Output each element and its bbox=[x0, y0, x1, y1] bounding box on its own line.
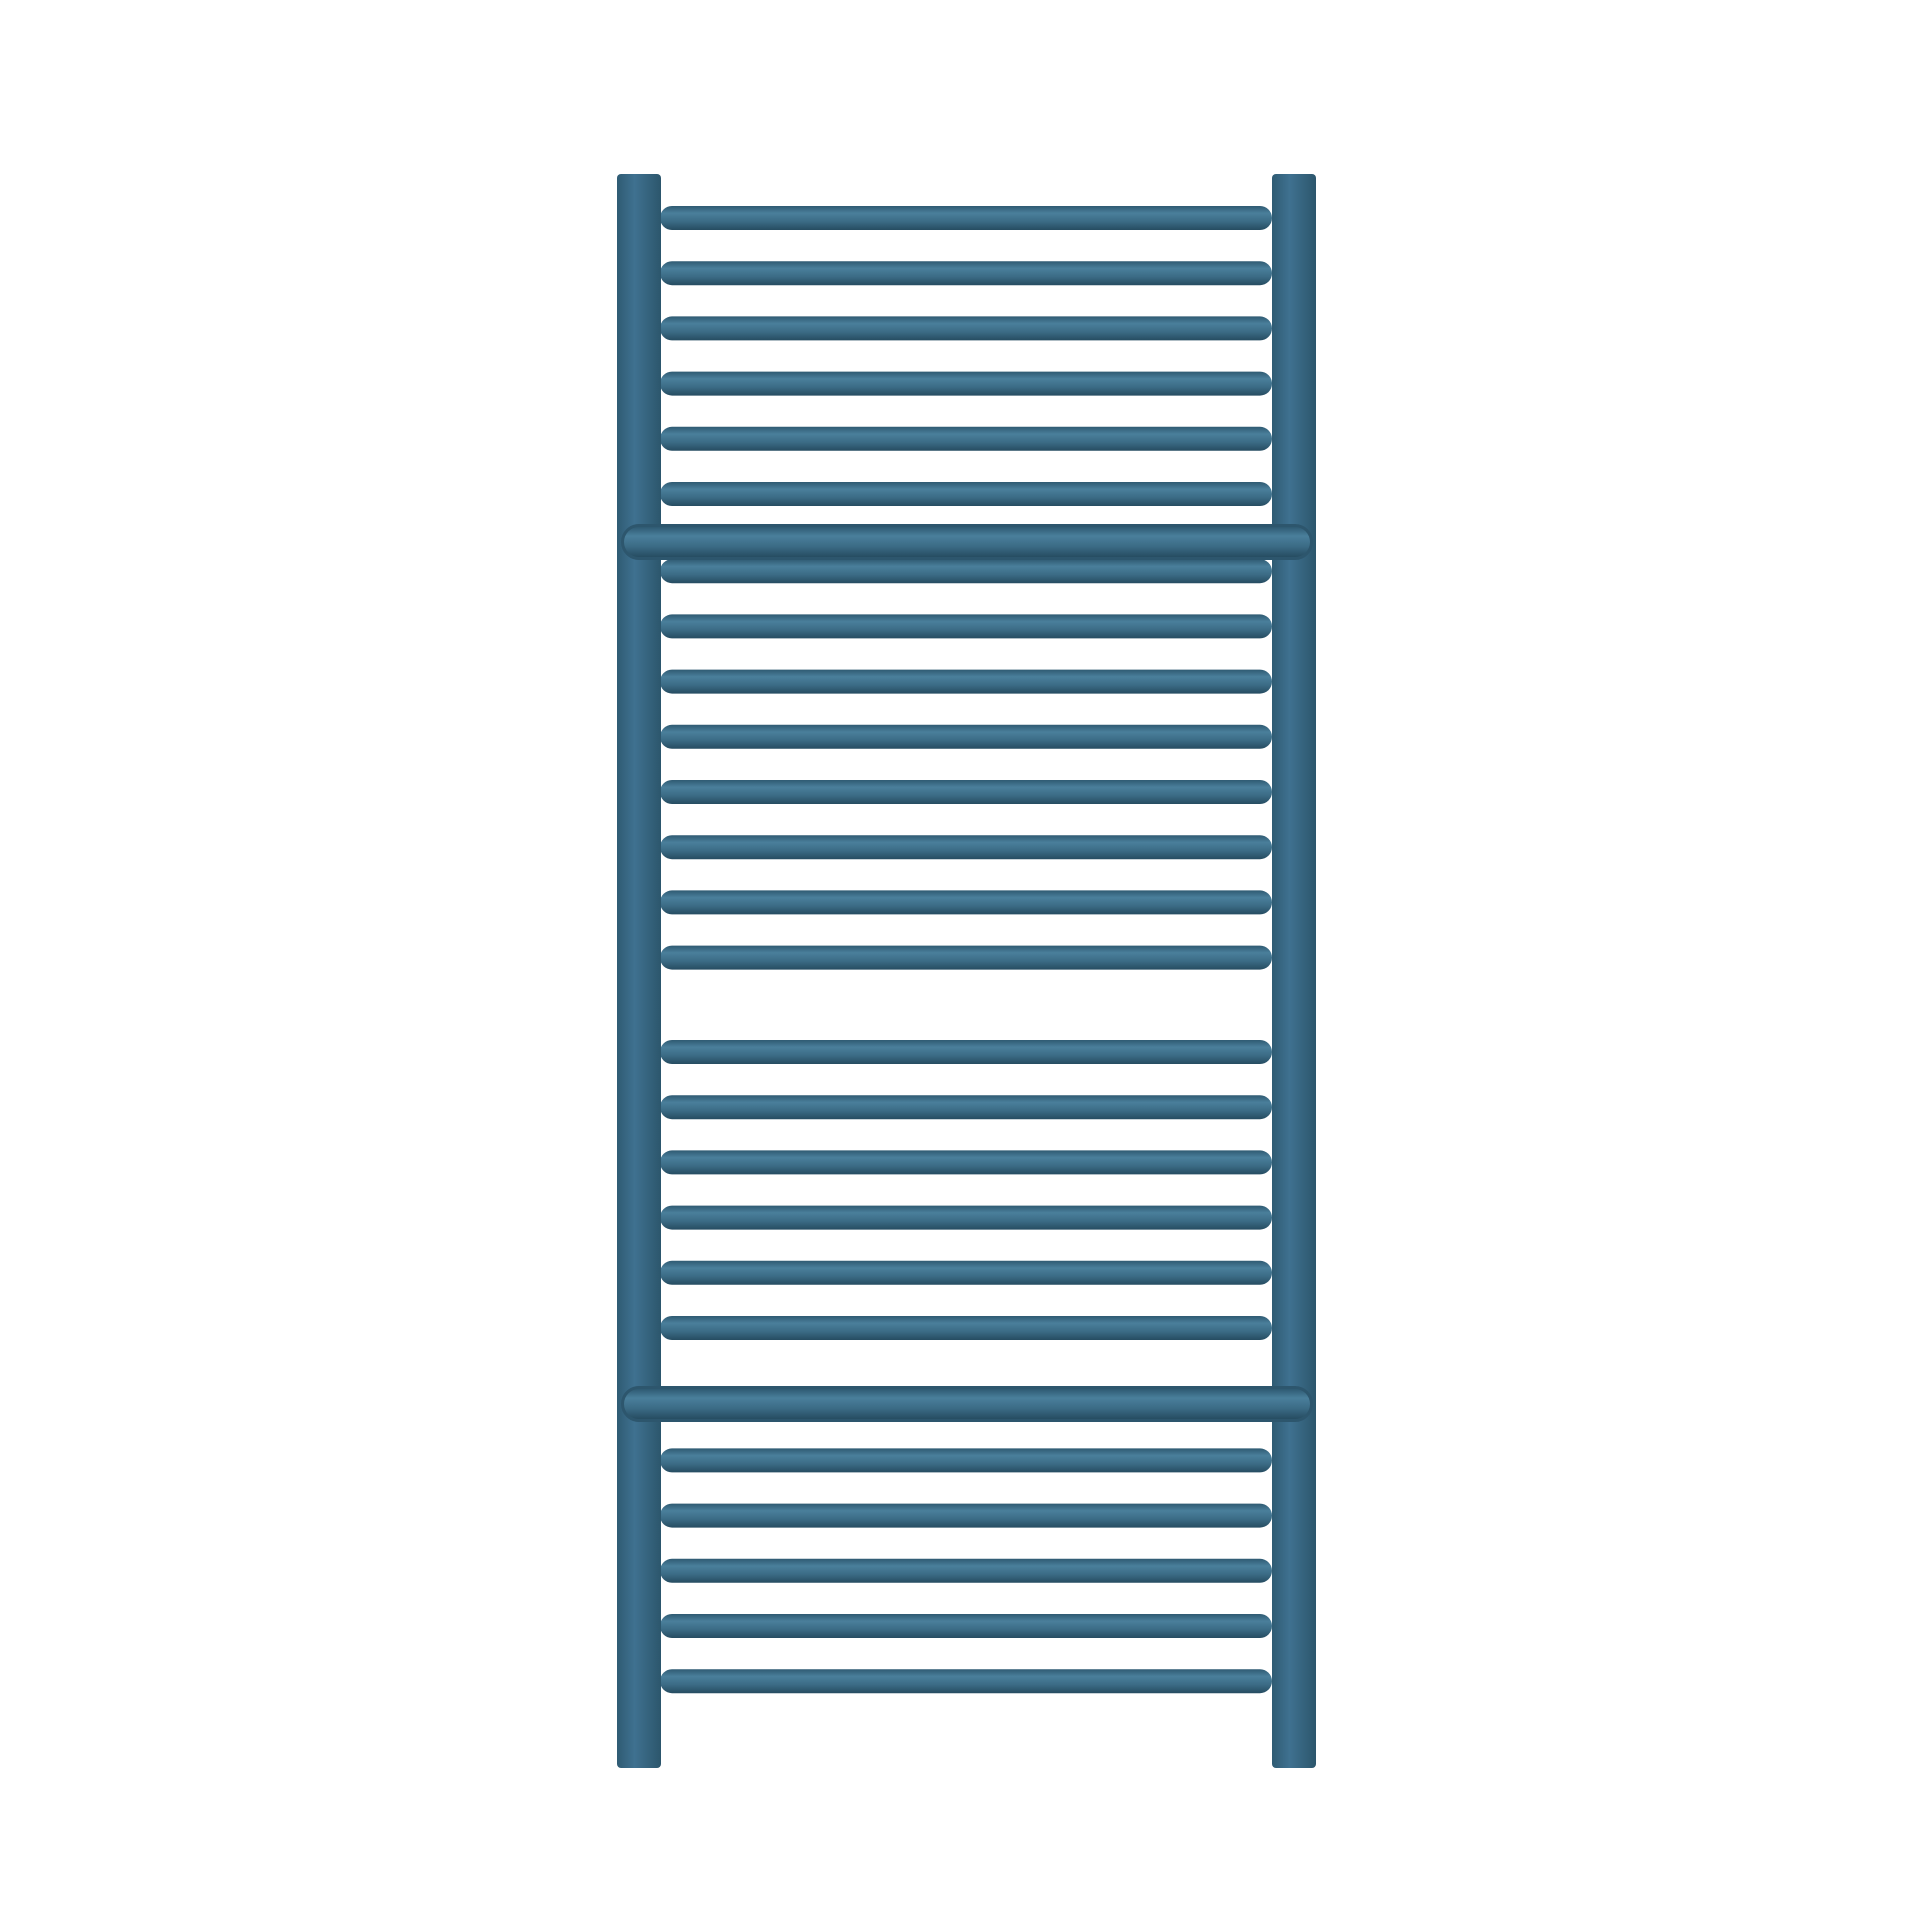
rail-bar-upper bbox=[660, 780, 1272, 804]
right-post bbox=[1272, 174, 1316, 1768]
rail-bar-upper bbox=[660, 614, 1272, 639]
rail-bar-upper bbox=[660, 316, 1272, 341]
rail-bar-lower bbox=[660, 1614, 1272, 1638]
rail-bar-upper bbox=[660, 426, 1272, 451]
towel-hook-bar bbox=[624, 527, 1310, 557]
rail-bar-lower bbox=[660, 1260, 1272, 1285]
rail-bar-upper bbox=[660, 371, 1272, 396]
rail-bar-lower bbox=[660, 1150, 1272, 1175]
rail-bar-lower bbox=[660, 1448, 1272, 1473]
rail-bar-upper bbox=[660, 945, 1272, 970]
towel-hook-bar bbox=[624, 1389, 1310, 1419]
rail-bar-upper bbox=[660, 206, 1272, 230]
rail-bar-lower bbox=[660, 1040, 1272, 1064]
rail-bar-lower bbox=[660, 1316, 1272, 1340]
rail-bar-upper bbox=[660, 890, 1272, 915]
rail-bar-upper bbox=[660, 559, 1272, 584]
rail-bar-lower bbox=[660, 1558, 1272, 1583]
side-posts bbox=[617, 174, 1316, 1768]
rail-bar-upper bbox=[660, 835, 1272, 860]
towel-hooks bbox=[621, 524, 1313, 1422]
rail-bar-lower bbox=[660, 1095, 1272, 1120]
rail-bar-upper bbox=[660, 482, 1272, 506]
horizontal-bars bbox=[660, 206, 1272, 1694]
left-post bbox=[617, 174, 661, 1768]
rail-bar-lower bbox=[660, 1669, 1272, 1694]
rail-bar-upper bbox=[660, 261, 1272, 286]
rail-bar-upper bbox=[660, 669, 1272, 694]
rail-bar-lower bbox=[660, 1503, 1272, 1528]
rail-bar-lower bbox=[660, 1205, 1272, 1230]
rail-bar-upper bbox=[660, 724, 1272, 749]
